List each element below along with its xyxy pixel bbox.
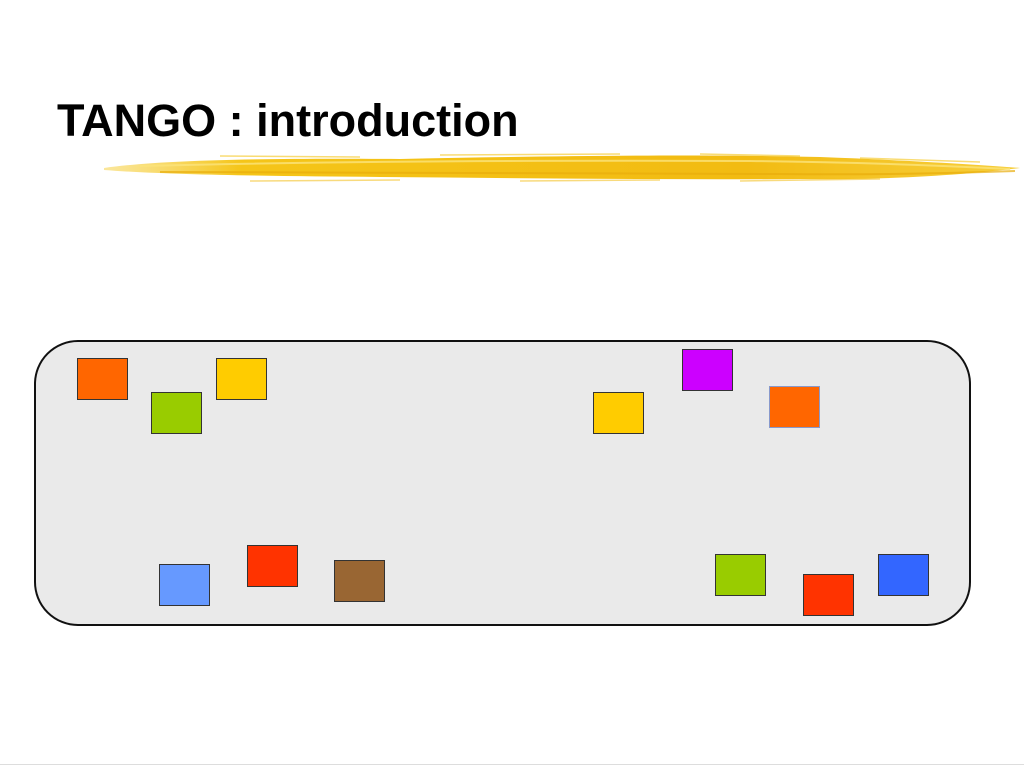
slide-bottom-divider [0, 764, 1024, 765]
token-light-blue [159, 564, 210, 606]
token-purple [682, 349, 733, 391]
token-green [715, 554, 766, 596]
title-underline-brush-stroke [104, 153, 1020, 182]
token-orange [77, 358, 128, 400]
token-orange [769, 386, 820, 428]
token-green [151, 392, 202, 434]
token-red [247, 545, 298, 587]
token-yellow [593, 392, 644, 434]
token-brown [334, 560, 385, 602]
token-red [803, 574, 854, 616]
slide-title: TANGO : introduction [57, 95, 519, 146]
token-blue [878, 554, 929, 596]
token-yellow [216, 358, 267, 400]
